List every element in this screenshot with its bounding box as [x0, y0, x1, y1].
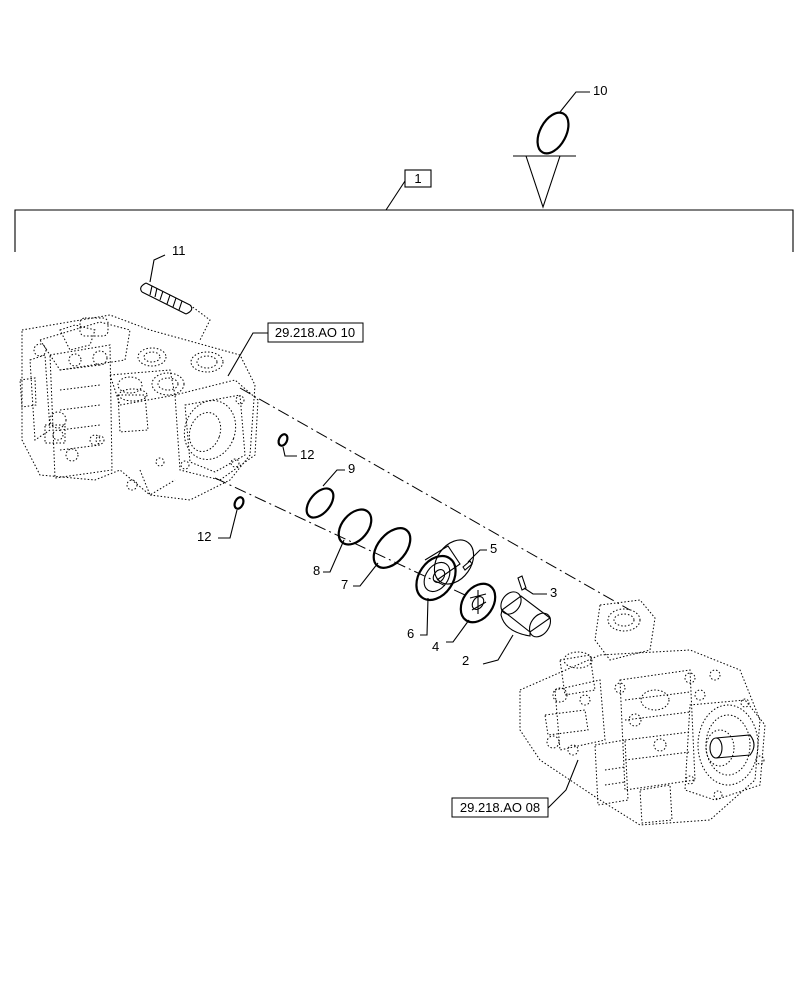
part-9-ring: 9: [305, 461, 355, 519]
part-5-pin: 5: [462, 541, 497, 571]
callout-3: 3: [550, 585, 557, 600]
reference-link-29-218-ao-10[interactable]: 29.218.AO 10: [227, 322, 364, 377]
callout-9: 9: [348, 461, 355, 476]
callout-6: 6: [407, 626, 414, 641]
callout-8: 8: [313, 563, 320, 578]
callout-4: 4: [432, 639, 439, 654]
part-11-fitting: 11: [140, 243, 211, 341]
part-4-gear: 4: [432, 582, 497, 654]
reference-label-bottom: 29.218.AO 08: [460, 800, 540, 815]
callout-7: 7: [341, 577, 348, 592]
callout-2: 2: [462, 653, 469, 668]
part-7-ring: 7: [341, 527, 412, 592]
callout-12-upper: 12: [300, 447, 314, 462]
callout-1: 1: [414, 171, 421, 186]
part-12-oring-upper: 12: [277, 433, 314, 462]
part-8-ring: 8: [313, 508, 373, 578]
part-10-oring: 10: [513, 83, 607, 209]
reference-link-29-218-ao-08[interactable]: 29.218.AO 08: [451, 759, 579, 818]
left-pump-housing: [19, 314, 259, 501]
part-2-sleeve: 2: [462, 591, 552, 668]
part-6-plate: 6: [407, 539, 475, 641]
reference-label-top: 29.218.AO 10: [275, 325, 355, 340]
callout-12-lower: 12: [197, 529, 211, 544]
part-3-pin: 3: [517, 575, 557, 600]
assembly-centerline: [239, 387, 631, 611]
callout-5: 5: [490, 541, 497, 556]
callout-1-box: 1: [404, 169, 432, 188]
callout-11: 11: [172, 243, 186, 258]
callout-10: 10: [593, 83, 607, 98]
right-pump-housing: [519, 599, 766, 826]
part-12-oring-lower: 12: [197, 496, 245, 544]
assembly-bracket: [14, 180, 794, 252]
